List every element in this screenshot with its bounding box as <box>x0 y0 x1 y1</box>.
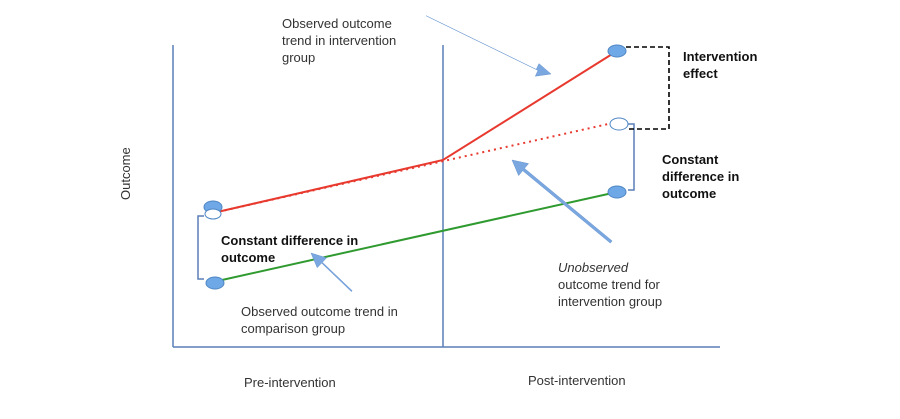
pre-intervention-marker-open <box>204 208 222 220</box>
left-bracket <box>197 215 204 280</box>
comparison-line <box>212 191 618 283</box>
right-bracket <box>628 123 635 191</box>
post-comparison-marker <box>607 185 627 199</box>
unobserved-trend-label: Unobserved outcome trend for interventio… <box>558 260 663 309</box>
arrow-to-comparison-trend <box>310 252 353 292</box>
observed-comparison-label: Observed outcome trend in comparison gro… <box>241 304 398 336</box>
intervention-effect-label: Intervention effect <box>683 49 758 81</box>
x-label-post: Post-intervention <box>528 373 626 388</box>
y-axis-label: Outcome <box>118 147 133 200</box>
constant-difference-left-label: Constant difference in outcome <box>221 233 359 265</box>
post-counterfactual-marker <box>609 117 629 131</box>
arrow-to-counterfactual-trend <box>511 159 613 244</box>
pre-comparison-marker <box>205 276 225 290</box>
effect-bracket <box>626 46 670 130</box>
x-label-pre: Pre-intervention <box>244 375 336 390</box>
post-intervention-marker <box>607 44 627 58</box>
callout-arrows <box>310 15 613 292</box>
constant-difference-right-label: Constant difference in outcome <box>662 152 740 201</box>
observed-intervention-label: Observed outcome trend in intervention g… <box>282 16 397 65</box>
intervention-line <box>212 50 618 214</box>
arrow-to-intervention-trend <box>425 15 552 77</box>
